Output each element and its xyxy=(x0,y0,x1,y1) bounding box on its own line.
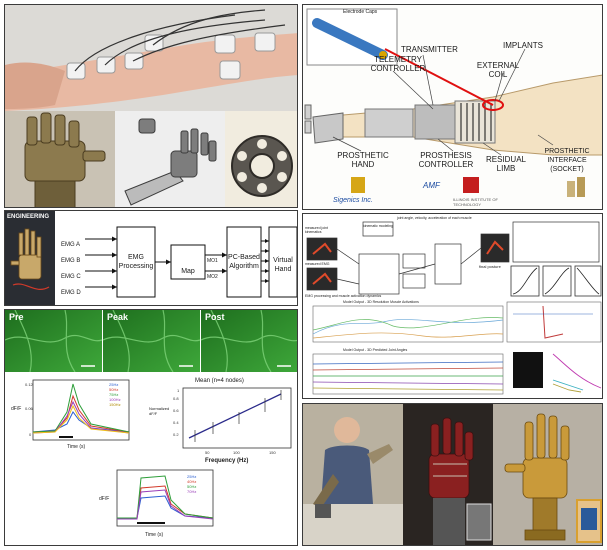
muscle-activations-plot-title: Model Output - 3D Resolution Muscle Acti… xyxy=(343,300,419,304)
arm-electrodes-photo xyxy=(5,5,297,111)
mean-xtick: 100 xyxy=(233,450,240,455)
legend-item: 50Hz xyxy=(187,484,197,489)
legend-item: 75Hz xyxy=(109,392,119,397)
prosthesis-photos-panel xyxy=(302,403,603,546)
imaging-label-pre: Pre xyxy=(9,312,24,322)
emg-input-b: EMG B xyxy=(61,258,81,264)
muscle-model-panel: kinematic modeling joint angle, velocity… xyxy=(302,213,603,399)
implant-system-diagram: Electrode Caps TRANSMITTER IMPLANTS TELE… xyxy=(302,4,603,210)
prosthesis-controller-label: PROSTHESIS CONTROLLER xyxy=(418,151,474,169)
legend-item: 70Hz xyxy=(187,489,197,494)
emg-flow-diagram xyxy=(85,226,297,298)
prosthetic-interface-label: PROSTHETIC INTERFACE (SOCKET) xyxy=(544,148,590,173)
legend-item: 150Hz xyxy=(109,402,121,407)
legend-item: 50Hz xyxy=(109,387,119,392)
mean-plot-title: Mean (n=4 nodes) xyxy=(195,378,244,384)
emg-processing-label: EMG processing and muscle activation dyn… xyxy=(305,294,382,298)
residual-limb-label: RESIDUAL LIMB xyxy=(485,155,526,173)
emg-processing-block: EMG Processing xyxy=(118,254,154,270)
robotic-hand-photo-gold xyxy=(5,111,115,207)
traces-bottom-legend: 25Hz 40Hz 50Hz 70Hz xyxy=(187,474,196,494)
telemetry-controller-label: TELEMETRY CONTROLLER xyxy=(370,55,426,73)
robotic-hand-gold-photo xyxy=(493,404,602,545)
trace-70hz xyxy=(117,489,214,520)
traces-plot-top: 0.12 0.06 0 xyxy=(25,379,130,441)
legend-item: 100Hz xyxy=(109,397,121,402)
mean-fit-line xyxy=(188,393,282,439)
mean-frequency-plot: 50 100 150 0.2 0.4 0.6 0.8 1 xyxy=(173,387,292,455)
pc-algorithm-block: PC-Based Algorithm xyxy=(228,254,260,270)
implant-diagram-graphic xyxy=(304,8,602,197)
traces-plot-bottom xyxy=(116,469,214,527)
joint-angles-plot-title: Model Output - 3D Predicted Joint Angles xyxy=(343,348,408,352)
muscle-model-graphic xyxy=(306,221,602,395)
transmitter-label: TRANSMITTER xyxy=(401,45,458,54)
measured-joint-label: measured joint kinematics xyxy=(305,226,328,234)
measured-emg-label: measured EMG xyxy=(305,262,330,266)
mean-ytick: 0.4 xyxy=(173,420,179,425)
svg-text:0.12: 0.12 xyxy=(25,382,34,387)
sigenics-logo: Sigenics Inc. xyxy=(333,197,373,204)
mean-ytick: 1 xyxy=(177,388,180,393)
mean-xlabel: Frequency (Hz) xyxy=(205,458,249,464)
imaging-label-post: Post xyxy=(205,312,225,322)
svg-text:0: 0 xyxy=(29,432,32,437)
engineering-badge-photo: ENGINEERING xyxy=(5,211,55,305)
trace-150hz xyxy=(32,404,130,434)
mean-ytick: 0.2 xyxy=(173,432,179,437)
traces-bottom-xlabel: Time (s) xyxy=(145,532,164,538)
external-coil-label: EXTERNAL COIL xyxy=(476,61,520,79)
prosthetic-hand-label: PROSTHETIC HAND xyxy=(337,151,389,169)
emg-input-c: EMG C xyxy=(61,274,81,280)
electrode-caps-label: Electrode Caps xyxy=(343,9,378,15)
gear-part-photo xyxy=(225,111,297,207)
svg-text:0.06: 0.06 xyxy=(25,406,34,411)
trace-75hz xyxy=(32,383,130,433)
green-tissue-images xyxy=(5,310,297,372)
legend-item: 40Hz xyxy=(187,479,197,484)
robotic-hand-photo-grey xyxy=(115,111,225,207)
joint-angles-label: joint angle, velocity, acceleration of e… xyxy=(397,216,472,220)
amf-logo: AMF xyxy=(423,181,440,190)
map-block: Map xyxy=(181,268,195,275)
mean-xtick: 50 xyxy=(205,450,210,455)
engineering-badge: ENGINEERING xyxy=(7,214,50,220)
emg-input-a: EMG A xyxy=(61,242,81,248)
mean-xtick: 150 xyxy=(269,450,276,455)
traces-top-xlabel: Time (s) xyxy=(67,444,86,450)
mean-ytick: 0.8 xyxy=(173,396,179,401)
illinois-tech-logo: ILLINOIS INSTITUTE OF TECHNOLOGY xyxy=(453,197,498,207)
kinematic-label: kinematic modeling xyxy=(363,224,393,228)
calcium-imaging-panel: Pre Peak Post 0.12 0.06 0 dF/F Time (s) 25… xyxy=(4,309,298,546)
mean-ytick: 0.6 xyxy=(173,408,179,413)
traces-top-legend: 25Hz 50Hz 75Hz 100Hz 150Hz xyxy=(109,382,121,407)
emg-flow-panel: ENGINEERING xyxy=(4,210,298,306)
legend-item: 25Hz xyxy=(187,474,197,479)
mean-ylabel: Normalized dF/F xyxy=(149,406,170,416)
robotic-hand-closeup-photo xyxy=(403,404,493,545)
legend-item: 25Hz xyxy=(109,382,119,387)
final-posture-label: final posture xyxy=(479,264,501,269)
traces-bottom-ylabel: dF/F xyxy=(99,496,110,502)
imaging-label-peak: Peak xyxy=(107,312,129,322)
implants-label: IMPLANTS xyxy=(503,41,544,50)
traces-top-ylabel: dF/F xyxy=(11,406,22,412)
emg-input-d: EMG D xyxy=(61,290,81,296)
photo-collage-panel xyxy=(4,4,298,208)
map-output-1: MO1 xyxy=(207,258,218,264)
virtual-hand-block: Virtual Hand xyxy=(273,257,293,273)
man-with-prosthetic-arm-photo xyxy=(303,404,403,545)
map-output-2: MO2 xyxy=(207,274,218,280)
